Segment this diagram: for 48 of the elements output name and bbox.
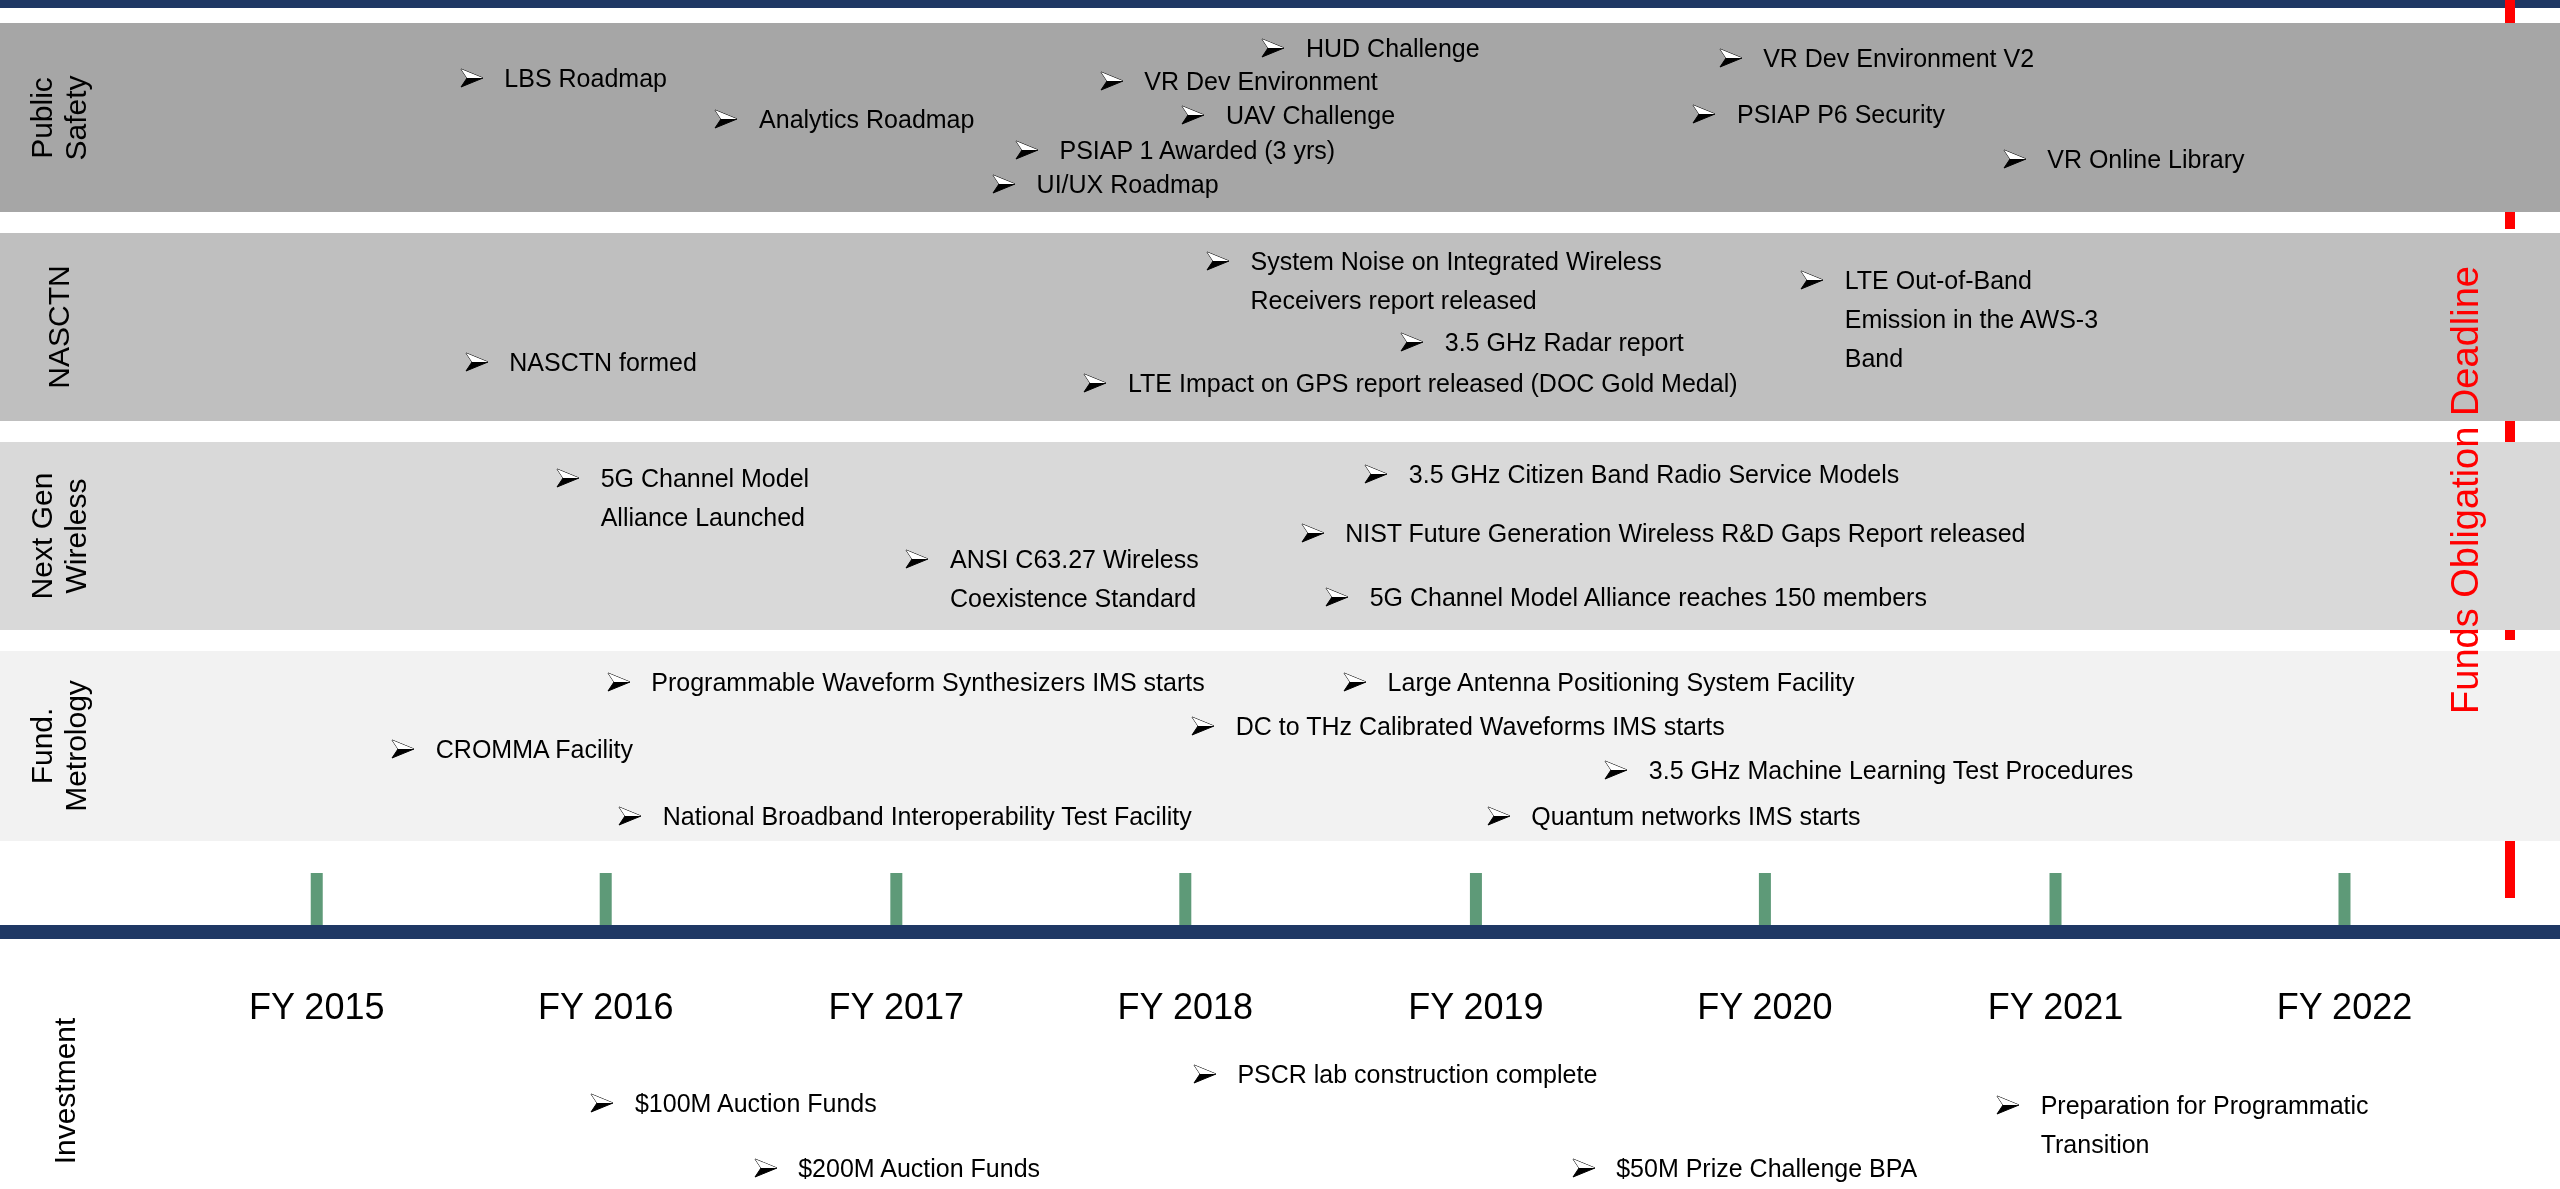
- milestone-text: CROMMA Facility: [435, 733, 633, 765]
- milestone-text: NASCTN formed: [509, 346, 697, 378]
- milestone-text: PSIAP 1 Awarded (3 yrs): [1059, 134, 1336, 166]
- band-title: Next Gen Wireless: [24, 471, 93, 602]
- year-label: FY 2021: [1987, 986, 2124, 1029]
- swimlane-band: [0, 233, 2560, 422]
- milestone-text: Quantum networks IMS starts: [1531, 800, 1861, 832]
- swimlane-band: [0, 22, 2560, 213]
- milestone-text: $200M Auction Funds: [798, 1153, 1041, 1185]
- milestone-text: 5G Channel Model Alliance Launched: [600, 462, 811, 533]
- milestone-text: NIST Future Generation Wireless R&D Gaps Report released: [1345, 518, 2026, 550]
- milestone-text: VR Dev Environment: [1144, 66, 1378, 97]
- milestone-text: DC to THz Calibrated Waveforms IMS starts: [1235, 710, 1725, 742]
- year-label: FY 2019: [1408, 986, 1544, 1029]
- milestone-text: $100M Auction Funds: [634, 1088, 877, 1120]
- milestone-text: 5G Channel Model Alliance reaches 150 members: [1369, 581, 1927, 613]
- band-title: Public Safety: [24, 74, 93, 163]
- milestone-text: 3.5 GHz Radar report: [1444, 327, 1684, 359]
- milestone-text: HUD Challenge: [1306, 33, 1480, 65]
- milestone-text: LTE Impact on GPS report released (DOC Gold Medal): [1128, 368, 1738, 400]
- milestone-text: LBS Roadmap: [504, 62, 667, 94]
- band-title: NASCTN: [41, 264, 76, 391]
- milestone-text: LTE Out-of-Band Emission in the AWS-3 Band: [1844, 265, 2100, 375]
- milestone-text: Programmable Waveform Synthesizers IMS starts: [651, 666, 1205, 698]
- milestone-text: System Noise on Integrated Wireless Receivers report released: [1250, 245, 1663, 316]
- milestone-text: VR Dev Environment V2: [1763, 43, 2035, 75]
- year-label: FY 2017: [828, 986, 965, 1029]
- milestone-text: $50M Prize Challenge BPA: [1616, 1153, 1918, 1185]
- milestone-text: National Broadband Interoperability Test Facility: [662, 800, 1192, 832]
- milestone-text: Analytics Roadmap: [759, 103, 975, 135]
- milestone-text: UAV Challenge: [1226, 100, 1396, 132]
- milestone-text: UI/UX Roadmap: [1036, 168, 1219, 200]
- year-label: FY 2018: [1117, 986, 1253, 1029]
- milestone-text: 3.5 GHz Machine Learning Test Procedures: [1648, 755, 2134, 786]
- row-title: Investment: [48, 1017, 83, 1164]
- milestone-text: VR Online Library: [2047, 144, 2245, 176]
- year-label: FY 2016: [538, 986, 674, 1029]
- milestone-text: ANSI C63.27 Wireless Coexistence Standard: [950, 544, 1200, 615]
- year-label: FY 2020: [1697, 986, 1833, 1029]
- year-label: FY 2022: [2276, 986, 2413, 1029]
- milestone-text: PSIAP P6 Security: [1737, 98, 1945, 130]
- band-title: Fund. Metrology: [24, 679, 93, 814]
- milestone-text: PSCR lab construction complete: [1237, 1058, 1598, 1090]
- year-label: FY 2015: [249, 986, 385, 1029]
- milestone-text: 3.5 GHz Citizen Band Radio Service Models: [1408, 459, 1900, 491]
- deadline-label: Funds Obligation Deadline: [2444, 265, 2487, 714]
- milestone-text: Preparation for Programmatic Transition: [2040, 1089, 2370, 1160]
- milestone-text: Large Antenna Positioning System Facility: [1387, 666, 1855, 698]
